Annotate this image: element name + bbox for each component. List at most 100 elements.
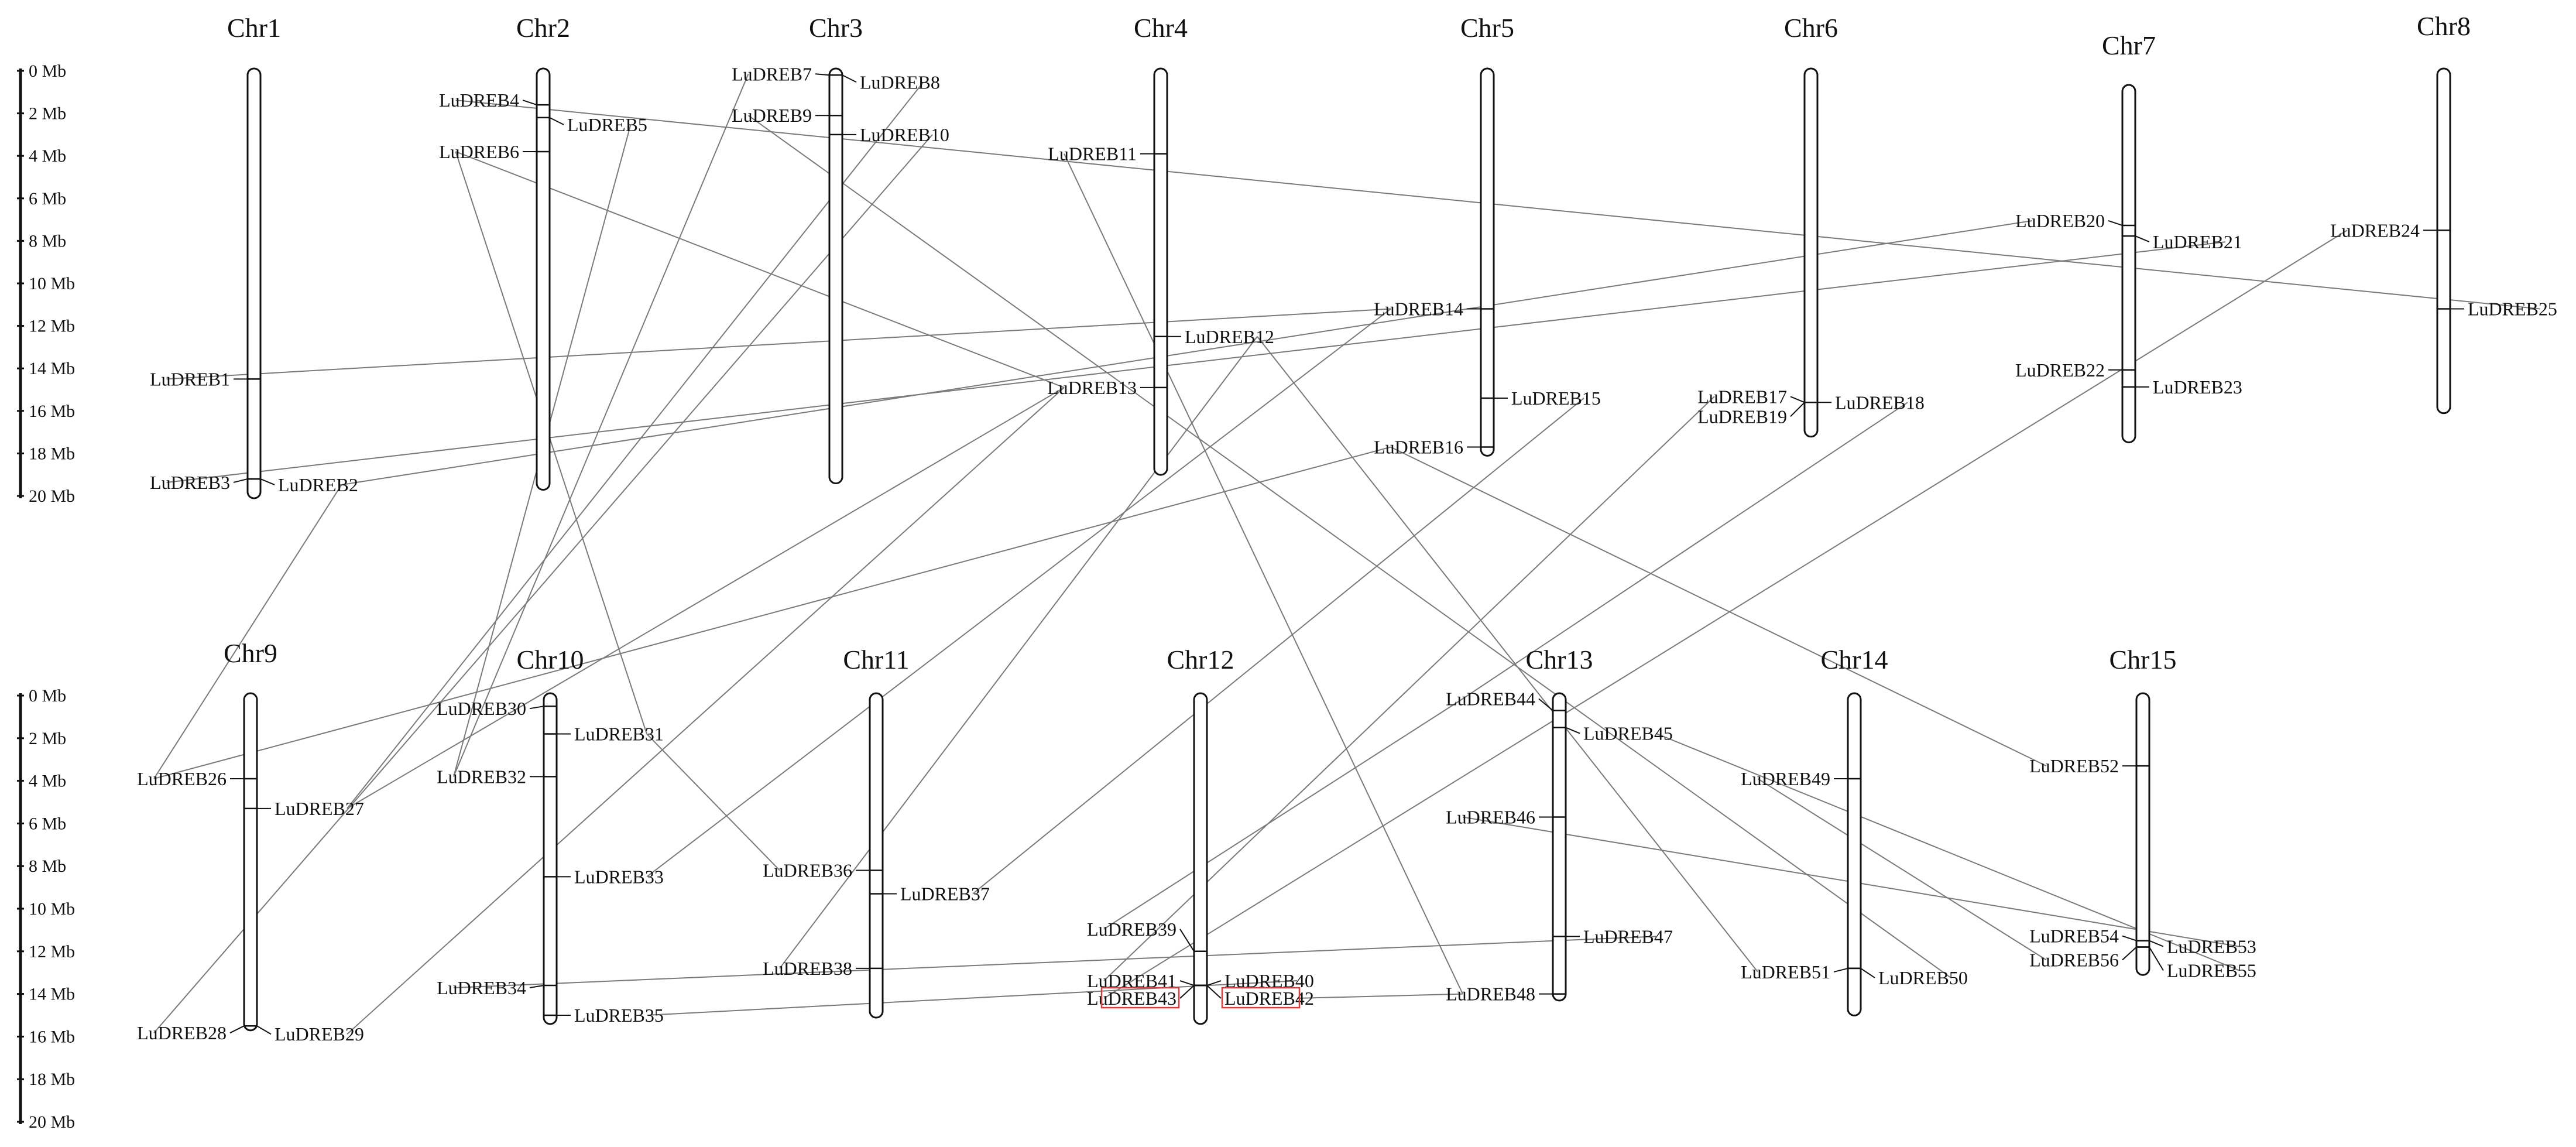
gene-label-ludreb4: LuDREB4 [439, 90, 519, 111]
duplication-links [153, 73, 2541, 1035]
link-ludreb4-ludreb25 [455, 100, 2541, 310]
gene-label-ludreb6: LuDREB6 [439, 141, 519, 162]
gene-leader [256, 1025, 272, 1035]
gene-label-ludreb23: LuDREB23 [2153, 376, 2242, 398]
gene-leader [2108, 220, 2123, 226]
scale-tick-label: 8 Mb [29, 857, 66, 876]
chromosome-chr10 [543, 692, 558, 1025]
chromosome-title: Chr10 [517, 645, 584, 674]
scale-tick-label: 2 Mb [29, 104, 66, 124]
gene-label-ludreb5: LuDREB5 [567, 114, 647, 135]
link-ludreb18-ludreb44 [1462, 402, 1908, 700]
scale-tick-label: 6 Mb [29, 814, 66, 833]
gene-label-ludreb29: LuDREB29 [275, 1023, 364, 1045]
link-ludreb39-ludreb44 [1103, 698, 1463, 930]
gene-leader [549, 117, 564, 125]
gene-label-ludreb8: LuDREB8 [860, 71, 940, 93]
chromosome-title: Chr2 [516, 13, 570, 43]
scale-tick-label: 18 Mb [29, 1070, 75, 1089]
link-ludreb34-ludreb47 [453, 936, 1656, 989]
scale-tick-label: 14 Mb [29, 359, 75, 378]
link-ludreb24-ludreb43 [1103, 230, 2348, 999]
gene-label-ludreb28: LuDREB28 [137, 1022, 227, 1043]
gene-label-ludreb24: LuDREB24 [2330, 220, 2420, 241]
gene-leader [815, 73, 830, 76]
gene-label-ludreb44: LuDREB44 [1446, 688, 1535, 709]
scale-tick-label: 14 Mb [29, 985, 75, 1004]
link-ludreb15-ludreb37 [972, 398, 1584, 895]
gene-label-ludreb32: LuDREB32 [437, 766, 526, 787]
scale-tick-label: 4 Mb [29, 772, 66, 791]
link-ludreb49-ludreb56 [1757, 778, 2047, 961]
link-ludreb16-ludreb52 [1390, 446, 2047, 767]
chromosome-title: Chr9 [224, 638, 277, 668]
link-ludreb38-ludreb12 [779, 336, 1258, 969]
chromosome-title: Chr12 [1167, 645, 1234, 674]
gene-leader [260, 478, 275, 485]
gene-label-ludreb47: LuDREB47 [1583, 926, 1673, 947]
gene-leader [2122, 946, 2137, 961]
chromosome-chr11 [869, 692, 884, 1019]
link-ludreb13-ludreb29 [347, 387, 1065, 1035]
link-ludreb6-ludreb31 [455, 151, 647, 734]
chromosome-chr5 [1480, 67, 1495, 457]
gene-label-ludreb7: LuDREB7 [732, 63, 812, 84]
scale-tick-label: 12 Mb [29, 317, 75, 336]
gene-label-ludreb15: LuDREB15 [1511, 388, 1601, 409]
gene-leader [2149, 947, 2164, 971]
gene-leader [842, 74, 857, 83]
chromosome-title: Chr7 [2102, 30, 2156, 60]
link-ludreb14-ludreb33 [646, 308, 1391, 878]
gene-leader [1860, 968, 1875, 978]
highlight-box [1221, 987, 1301, 1009]
gene-leader [2149, 940, 2164, 947]
gene-label-ludreb42: LuDREB42 [1224, 988, 1314, 1009]
gene-label-ludreb21: LuDREB21 [2153, 231, 2242, 252]
highlight-box [1100, 987, 1180, 1009]
scale-tick-label: 16 Mb [29, 1027, 75, 1046]
gene-leader [1790, 402, 1805, 417]
chromosome-chr3 [828, 67, 843, 485]
gene-label-ludreb35: LuDREB35 [574, 1005, 664, 1026]
gene-label-ludreb14: LuDREB14 [1374, 299, 1463, 320]
link-ludreb31-ludreb36 [646, 733, 780, 871]
link-ludreb2-ludreb26 [153, 484, 342, 779]
link-ludreb35-ludreb40 [646, 980, 1298, 1016]
scale-tick-label: 2 Mb [29, 729, 66, 748]
link-ludreb9-ludreb50 [747, 115, 1951, 978]
chromosome-chr6 [1803, 67, 1819, 438]
scale-tick-label: 6 Mb [29, 189, 66, 208]
scale-tick-label: 0 Mb [29, 686, 66, 706]
chromosome-title: Chr3 [809, 13, 863, 43]
link-ludreb8-ludreb27 [347, 81, 924, 809]
gene-label-ludreb16: LuDREB16 [1374, 437, 1463, 458]
chromosome-chr2 [536, 67, 551, 491]
link-ludreb13-ludreb27 [347, 387, 1065, 809]
gene-label-ludreb45: LuDREB45 [1583, 723, 1673, 744]
gene-leader [529, 706, 544, 710]
gene-label-ludreb56: LuDREB56 [2029, 950, 2119, 971]
gene-label-ludreb39: LuDREB39 [1087, 919, 1176, 940]
gene-label-ludreb22: LuDREB22 [2015, 359, 2105, 381]
gene-leader [2122, 935, 2137, 941]
gene-label-ludreb38: LuDREB38 [763, 958, 852, 979]
gene-label-ludreb25: LuDREB25 [2468, 299, 2557, 320]
gene-leader [1790, 396, 1805, 403]
chromosome-title: Chr1 [227, 13, 281, 43]
gene-label-ludreb18: LuDREB18 [1835, 392, 1925, 413]
link-ludreb42-ludreb48 [1296, 993, 1463, 999]
gene-label-ludreb37: LuDREB37 [900, 884, 990, 905]
gene-leader [522, 100, 537, 106]
chromosome-title: Chr11 [843, 645, 909, 674]
gene-leader [529, 985, 544, 989]
gene-leader [1179, 929, 1195, 952]
gene-label-ludreb30: LuDREB30 [437, 698, 526, 719]
chromosome-title: Chr4 [1134, 13, 1188, 43]
gene-label-ludreb50: LuDREB50 [1878, 967, 1968, 988]
link-ludreb2-ludreb20 [341, 220, 2033, 485]
gene-markers: LuDREB1LuDREB2LuDREB3LuDREB4LuDREB5LuDRE… [137, 63, 2557, 1045]
chromosome-title: Chr13 [1526, 645, 1593, 674]
scale-tick-label: 0 Mb [29, 61, 66, 81]
